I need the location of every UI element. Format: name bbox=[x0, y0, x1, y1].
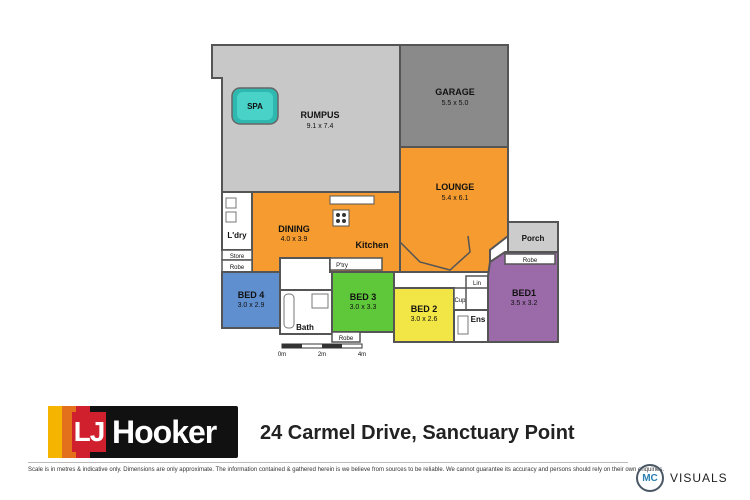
floor-plan: RUMPUS 9.1 x 7.4 SPA GARAGE 5.5 x 5.0 LO… bbox=[211, 44, 559, 358]
room-bed3-dim: 3.0 x 3.3 bbox=[350, 304, 377, 311]
room-bath-name: Bath bbox=[296, 323, 314, 332]
room-bath: Bath bbox=[279, 289, 333, 335]
room-garage-name: GARAGE bbox=[435, 87, 475, 97]
room-garage: GARAGE 5.5 x 5.0 bbox=[399, 44, 509, 148]
room-bed2: BED 2 3.0 x 2.6 bbox=[393, 287, 455, 343]
mc-visuals-icon: MC bbox=[636, 464, 664, 492]
scale-label-0: 0m bbox=[278, 352, 286, 358]
room-bed3: BED 3 3.0 x 3.3 Robe bbox=[331, 271, 395, 343]
room-cup-name: Cup bbox=[454, 298, 466, 304]
room-robe-bed3-name: Robe bbox=[339, 336, 354, 342]
room-garage-dim: 5.5 x 5.0 bbox=[442, 100, 469, 107]
room-living: LOUNGE 5.4 x 6.1 DINING 4.0 x 3.9 Kitche… bbox=[251, 146, 509, 273]
room-lin-name: Lin bbox=[473, 281, 481, 287]
disclaimer-text: Scale is in metres & indicative only. Di… bbox=[28, 467, 665, 473]
room-bed2-name: BED 2 bbox=[411, 304, 438, 314]
room-kitchen-name: Kitchen bbox=[355, 240, 388, 250]
room-porch-name: Porch bbox=[522, 234, 545, 243]
room-porch: Porch bbox=[507, 221, 559, 253]
room-lounge-dim: 5.4 x 6.1 bbox=[442, 195, 469, 202]
room-pantry: P'try bbox=[329, 257, 383, 271]
room-bed1-name: BED1 bbox=[512, 288, 536, 298]
room-bed1-dim: 3.5 x 3.2 bbox=[511, 300, 538, 307]
mc-visuals-label: VISUALS bbox=[670, 471, 728, 485]
room-laundry: L'dry Store Robe bbox=[221, 191, 253, 273]
footer-divider bbox=[28, 462, 628, 463]
room-rumpus-dim: 9.1 x 7.4 bbox=[307, 123, 334, 130]
room-ldry-name: L'dry bbox=[227, 231, 247, 240]
room-bed4-dim: 3.0 x 2.9 bbox=[238, 302, 265, 309]
room-bed4: BED 4 3.0 x 2.9 bbox=[221, 271, 281, 329]
room-rumpus-name: RUMPUS bbox=[300, 110, 339, 120]
scale-label-4: 4m bbox=[358, 352, 366, 358]
spa-label: SPA bbox=[247, 102, 263, 111]
room-dining-dim: 4.0 x 3.9 bbox=[281, 236, 308, 243]
room-ens-name: Ens bbox=[471, 315, 486, 324]
lj-hooker-logo: LJ Hooker bbox=[48, 406, 238, 458]
property-address: 24 Carmel Drive, Sanctuary Point bbox=[260, 422, 575, 444]
room-bed3-name: BED 3 bbox=[350, 292, 377, 302]
logo-hooker-text: Hooker bbox=[112, 414, 217, 450]
room-bed4-name: BED 4 bbox=[238, 290, 265, 300]
mc-visuals-logo: MC VISUALS bbox=[636, 464, 728, 492]
room-robe-left-name: Robe bbox=[230, 265, 245, 271]
room-ensuite: Cup Lin Ens bbox=[453, 275, 489, 343]
scale-bar: 0m 2m 4m bbox=[278, 343, 366, 358]
room-robe-bed1-name: Robe bbox=[523, 258, 538, 264]
logo-lj-mark: LJ bbox=[72, 412, 106, 452]
room-bed2-dim: 3.0 x 2.6 bbox=[411, 316, 438, 323]
room-dining-name: DINING bbox=[278, 224, 310, 234]
logo-stripe-yellow bbox=[48, 406, 62, 458]
room-bed1: Robe BED1 3.5 x 3.2 bbox=[487, 251, 559, 343]
spa: SPA bbox=[231, 87, 279, 125]
room-store-name: Store bbox=[230, 254, 245, 260]
scale-label-2: 2m bbox=[318, 352, 326, 358]
room-lounge-name: LOUNGE bbox=[436, 182, 475, 192]
room-ptry-name: P'try bbox=[336, 263, 348, 269]
